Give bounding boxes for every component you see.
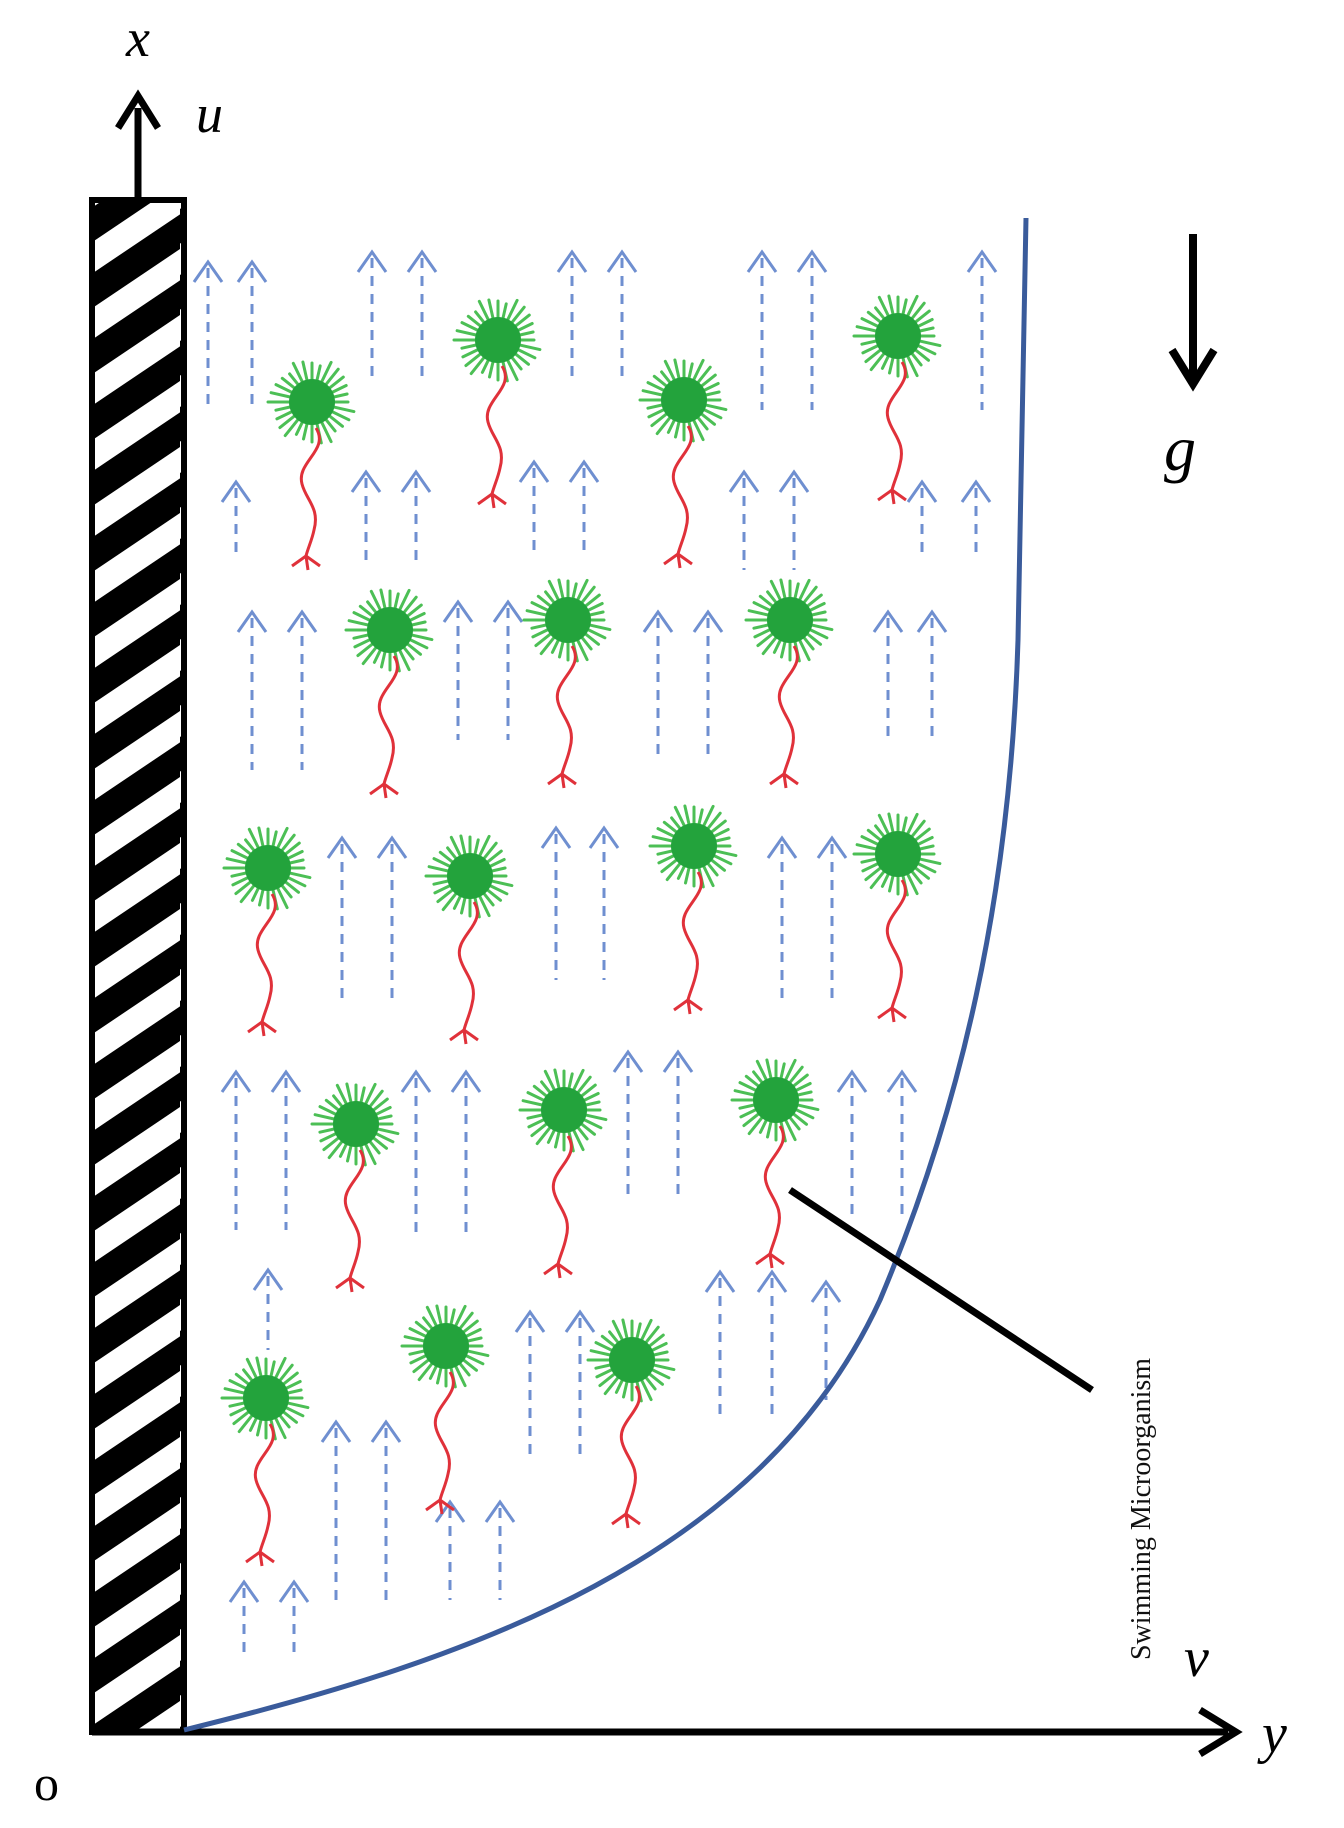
flow-arrow xyxy=(960,479,992,560)
flow-arrow xyxy=(236,259,268,410)
flow-arrow xyxy=(836,1069,868,1220)
microorganism xyxy=(220,1356,310,1567)
flow-arrow xyxy=(518,459,550,550)
microorganism xyxy=(744,578,834,789)
microorganism xyxy=(518,1068,608,1279)
x-axis-arrowhead xyxy=(115,89,161,130)
microorganism xyxy=(648,804,738,1015)
flow-arrow xyxy=(692,609,724,760)
flow-arrow xyxy=(192,259,224,410)
flow-arrow xyxy=(704,1269,736,1420)
flow-arrow xyxy=(966,249,998,410)
microorganism-leader-line xyxy=(788,1187,1094,1393)
flow-arrow xyxy=(556,249,588,380)
flow-arrow xyxy=(376,835,408,1000)
flow-arrow xyxy=(236,609,268,770)
flow-arrow xyxy=(766,835,798,1000)
hatched-wall-plate xyxy=(89,197,187,1735)
flow-arrow xyxy=(320,1419,352,1600)
flow-arrow xyxy=(442,599,474,740)
flow-arrow xyxy=(400,1069,432,1240)
flow-arrow xyxy=(434,1499,466,1600)
flow-arrow xyxy=(568,459,600,550)
flow-arrow xyxy=(728,469,760,570)
v-velocity-label: v xyxy=(1184,1627,1209,1689)
flow-arrow xyxy=(450,1069,482,1240)
origin-label: o xyxy=(34,1755,59,1811)
microorganism xyxy=(266,360,356,571)
microorganism xyxy=(730,1058,820,1269)
flow-arrow xyxy=(746,249,778,410)
flow-arrow xyxy=(220,1069,252,1230)
x-axis-label: x xyxy=(125,8,150,68)
flow-arrow xyxy=(612,1049,644,1200)
axes xyxy=(92,89,1243,1757)
flow-arrow xyxy=(778,469,810,570)
flow-arrow xyxy=(606,249,638,380)
flow-arrow xyxy=(756,1269,788,1420)
flow-arrow xyxy=(350,469,382,560)
flow-arrow xyxy=(228,1579,260,1660)
flow-arrow xyxy=(278,1579,310,1660)
flow-arrow xyxy=(662,1049,694,1200)
y-axis-label: y xyxy=(1257,1703,1287,1765)
flow-arrow xyxy=(252,1267,284,1350)
flow-arrow xyxy=(400,469,432,560)
y-axis-arrowhead xyxy=(1198,1707,1243,1757)
flow-arrow xyxy=(796,249,828,410)
flow-arrow xyxy=(906,479,938,560)
microorganism-caption: Swimming Microorganism xyxy=(1126,1358,1157,1660)
gravity-arrow xyxy=(1168,234,1218,392)
microorganism xyxy=(586,1318,676,1529)
flow-arrow xyxy=(872,609,904,740)
flow-arrow xyxy=(370,1419,402,1600)
microorganism xyxy=(852,294,942,505)
flow-arrow xyxy=(564,1309,596,1460)
microorganism xyxy=(400,1304,490,1515)
flow-arrow xyxy=(588,825,620,980)
microorganism xyxy=(522,578,612,789)
flow-arrow xyxy=(810,1279,842,1400)
flow-arrow xyxy=(916,609,948,740)
flow-arrow xyxy=(514,1309,546,1460)
solid-wall xyxy=(89,197,187,1735)
flow-arrow xyxy=(286,609,318,770)
microorganism xyxy=(452,298,542,509)
flow-arrow xyxy=(326,835,358,1000)
flow-arrow xyxy=(886,1069,918,1220)
microorganism xyxy=(310,1082,400,1293)
microorganism xyxy=(424,834,514,1045)
microorganism xyxy=(638,358,728,569)
flow-arrows xyxy=(192,249,998,1660)
flow-arrow xyxy=(492,599,524,740)
u-velocity-label: u xyxy=(196,84,223,144)
flow-arrow xyxy=(540,825,572,980)
gravity-label: g xyxy=(1164,413,1196,484)
flow-arrow xyxy=(484,1499,516,1600)
flow-arrow xyxy=(220,479,252,560)
flow-arrow xyxy=(816,835,848,1000)
flow-arrow xyxy=(406,249,438,380)
microorganism xyxy=(344,588,434,799)
flow-arrow xyxy=(356,249,388,380)
microorganism xyxy=(852,812,942,1023)
flow-arrow xyxy=(642,609,674,760)
boundary-layer-profile xyxy=(183,217,1029,1733)
microorganism xyxy=(222,826,312,1037)
flow-arrow xyxy=(270,1069,302,1230)
microorganisms xyxy=(220,294,942,1567)
